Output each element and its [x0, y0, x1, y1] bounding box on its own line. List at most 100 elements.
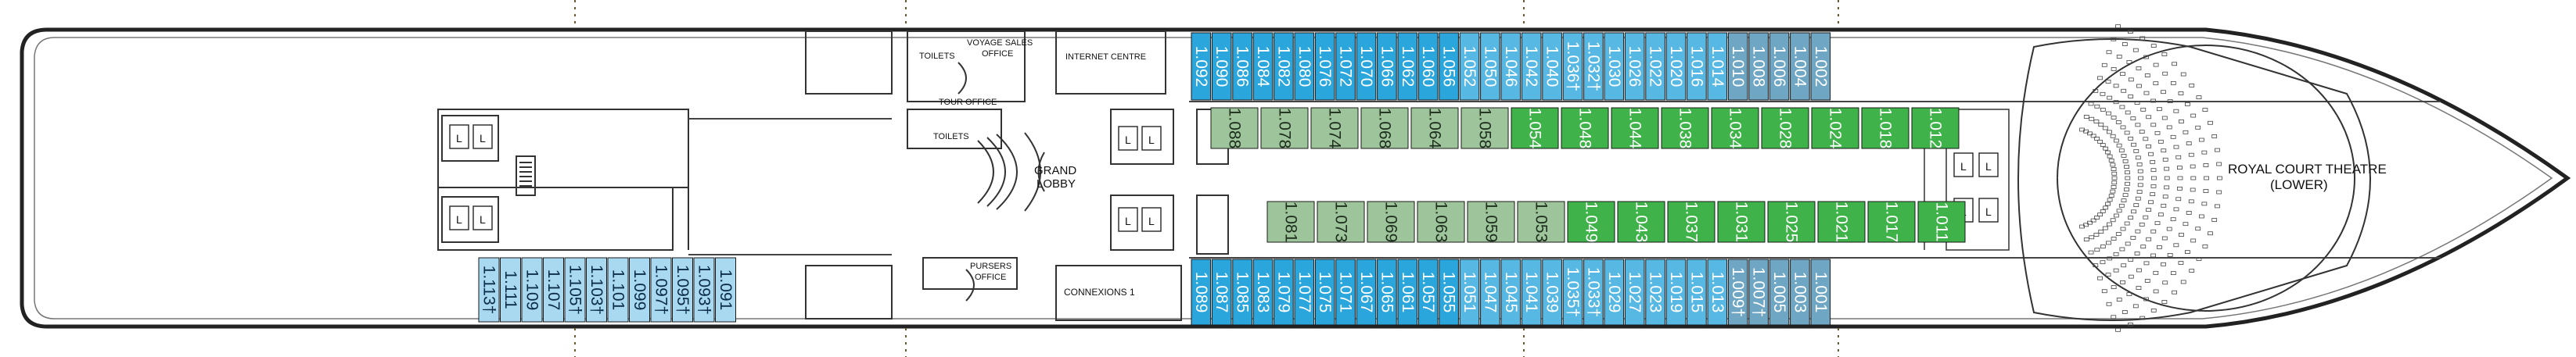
- cabin-1068[interactable]: 1.068: [1360, 107, 1409, 149]
- cabin-1034[interactable]: 1.034: [1711, 107, 1759, 149]
- cabin-1014[interactable]: 1.014: [1707, 32, 1728, 101]
- cabin-1058[interactable]: 1.058: [1460, 107, 1509, 149]
- cabin-1001[interactable]: 1.001: [1810, 259, 1831, 326]
- cabin-1052[interactable]: 1.052: [1459, 32, 1480, 101]
- cabin-1008[interactable]: 1.008: [1748, 32, 1769, 101]
- cabin-1070[interactable]: 1.070: [1356, 32, 1377, 101]
- cabin-1020[interactable]: 1.020: [1665, 32, 1687, 101]
- cabin-1099[interactable]: 1.099: [629, 257, 650, 323]
- cabin-1044[interactable]: 1.044: [1611, 107, 1659, 149]
- cabin-1004[interactable]: 1.004: [1790, 32, 1810, 101]
- cabin-1093[interactable]: 1.093†: [693, 257, 715, 323]
- cabin-1010[interactable]: 1.010: [1727, 32, 1748, 101]
- cabin-1078[interactable]: 1.078: [1260, 107, 1309, 149]
- cabin-1066[interactable]: 1.066: [1377, 32, 1397, 101]
- cabin-1012[interactable]: 1.012: [1911, 107, 1960, 149]
- cabin-1048[interactable]: 1.048: [1561, 107, 1609, 149]
- cabin-1056[interactable]: 1.056: [1439, 32, 1459, 101]
- cabin-1013[interactable]: 1.013: [1707, 259, 1728, 326]
- cabin-1027[interactable]: 1.027: [1624, 259, 1645, 326]
- cabin-1063[interactable]: 1.063: [1417, 201, 1465, 243]
- cabin-1059[interactable]: 1.059: [1467, 201, 1515, 243]
- cabin-1109[interactable]: 1.109: [521, 257, 543, 323]
- cabin-1030[interactable]: 1.030: [1604, 32, 1625, 101]
- cabin-1080[interactable]: 1.080: [1294, 32, 1315, 101]
- cabin-1029[interactable]: 1.029: [1604, 259, 1625, 326]
- cabin-1021[interactable]: 1.021: [1817, 201, 1866, 243]
- cabin-1003[interactable]: 1.003: [1790, 259, 1810, 326]
- cabin-1053[interactable]: 1.053: [1517, 201, 1565, 243]
- cabin-1005[interactable]: 1.005: [1769, 259, 1790, 326]
- cabin-1045[interactable]: 1.045: [1500, 259, 1522, 326]
- cabin-1028[interactable]: 1.028: [1761, 107, 1809, 149]
- cabin-1002[interactable]: 1.002: [1810, 32, 1831, 101]
- cabin-1026[interactable]: 1.026: [1624, 32, 1645, 101]
- cabin-1050[interactable]: 1.050: [1480, 32, 1500, 101]
- cabin-1072[interactable]: 1.072: [1335, 32, 1356, 101]
- cabin-1016[interactable]: 1.016: [1687, 32, 1707, 101]
- cabin-1049[interactable]: 1.049: [1567, 201, 1615, 243]
- cabin-1069[interactable]: 1.069: [1367, 201, 1415, 243]
- cabin-1084[interactable]: 1.084: [1252, 32, 1274, 101]
- cabin-1051[interactable]: 1.051: [1459, 259, 1480, 326]
- cabin-1047[interactable]: 1.047: [1480, 259, 1500, 326]
- cabin-1107[interactable]: 1.107: [543, 257, 564, 323]
- cabin-1043[interactable]: 1.043: [1617, 201, 1665, 243]
- cabin-1061[interactable]: 1.061: [1397, 259, 1418, 326]
- cabin-1036[interactable]: 1.036†: [1562, 32, 1583, 101]
- cabin-1086[interactable]: 1.086: [1232, 32, 1252, 101]
- cabin-1073[interactable]: 1.073: [1317, 201, 1365, 243]
- cabin-1075[interactable]: 1.075: [1314, 259, 1335, 326]
- cabin-1011[interactable]: 1.011: [1917, 201, 1966, 243]
- cabin-1097[interactable]: 1.097†: [650, 257, 672, 323]
- cabin-1062[interactable]: 1.062: [1397, 32, 1418, 101]
- cabin-1024[interactable]: 1.024: [1811, 107, 1859, 149]
- cabin-1088[interactable]: 1.088: [1210, 107, 1259, 149]
- cabin-1064[interactable]: 1.064: [1410, 107, 1459, 149]
- cabin-1025[interactable]: 1.025: [1767, 201, 1816, 243]
- cabin-1055[interactable]: 1.055: [1439, 259, 1459, 326]
- cabin-1087[interactable]: 1.087: [1211, 259, 1232, 326]
- cabin-1092[interactable]: 1.092: [1191, 32, 1212, 101]
- cabin-1054[interactable]: 1.054: [1511, 107, 1559, 149]
- cabin-1089[interactable]: 1.089: [1191, 259, 1212, 326]
- cabin-1015[interactable]: 1.015: [1687, 259, 1707, 326]
- cabin-1113[interactable]: 1.113†: [478, 257, 500, 323]
- cabin-1046[interactable]: 1.046: [1500, 32, 1522, 101]
- cabin-1042[interactable]: 1.042: [1521, 32, 1542, 101]
- cabin-1079[interactable]: 1.079: [1274, 259, 1294, 326]
- cabin-1017[interactable]: 1.017: [1867, 201, 1916, 243]
- cabin-1090[interactable]: 1.090: [1211, 32, 1232, 101]
- cabin-1038[interactable]: 1.038: [1661, 107, 1709, 149]
- cabin-1006[interactable]: 1.006: [1769, 32, 1790, 101]
- cabin-1074[interactable]: 1.074: [1310, 107, 1359, 149]
- cabin-1032[interactable]: 1.032†: [1583, 32, 1604, 101]
- cabin-1023[interactable]: 1.023: [1645, 259, 1665, 326]
- cabin-1019[interactable]: 1.019: [1665, 259, 1687, 326]
- cabin-1009[interactable]: 1.009†: [1727, 259, 1748, 326]
- cabin-1085[interactable]: 1.085: [1232, 259, 1252, 326]
- cabin-1007[interactable]: 1.007†: [1748, 259, 1769, 326]
- cabin-1031[interactable]: 1.031: [1717, 201, 1766, 243]
- cabin-1105[interactable]: 1.105†: [564, 257, 586, 323]
- cabin-1081[interactable]: 1.081: [1266, 201, 1315, 243]
- cabin-1035[interactable]: 1.035†: [1562, 259, 1583, 326]
- cabin-1101[interactable]: 1.101: [607, 257, 629, 323]
- cabin-1095[interactable]: 1.095†: [672, 257, 693, 323]
- cabin-1040[interactable]: 1.040: [1542, 32, 1562, 101]
- cabin-1071[interactable]: 1.071: [1335, 259, 1356, 326]
- cabin-1060[interactable]: 1.060: [1417, 32, 1439, 101]
- cabin-1022[interactable]: 1.022: [1645, 32, 1665, 101]
- cabin-1067[interactable]: 1.067: [1356, 259, 1377, 326]
- cabin-1041[interactable]: 1.041: [1521, 259, 1542, 326]
- cabin-1037[interactable]: 1.037: [1667, 201, 1716, 243]
- cabin-1065[interactable]: 1.065: [1377, 259, 1397, 326]
- cabin-1057[interactable]: 1.057: [1417, 259, 1439, 326]
- cabin-1082[interactable]: 1.082: [1274, 32, 1294, 101]
- cabin-1077[interactable]: 1.077: [1294, 259, 1315, 326]
- cabin-1083[interactable]: 1.083: [1252, 259, 1274, 326]
- cabin-1076[interactable]: 1.076: [1314, 32, 1335, 101]
- cabin-1039[interactable]: 1.039: [1542, 259, 1562, 326]
- cabin-1103[interactable]: 1.103†: [586, 257, 607, 323]
- cabin-1091[interactable]: 1.091: [715, 257, 736, 323]
